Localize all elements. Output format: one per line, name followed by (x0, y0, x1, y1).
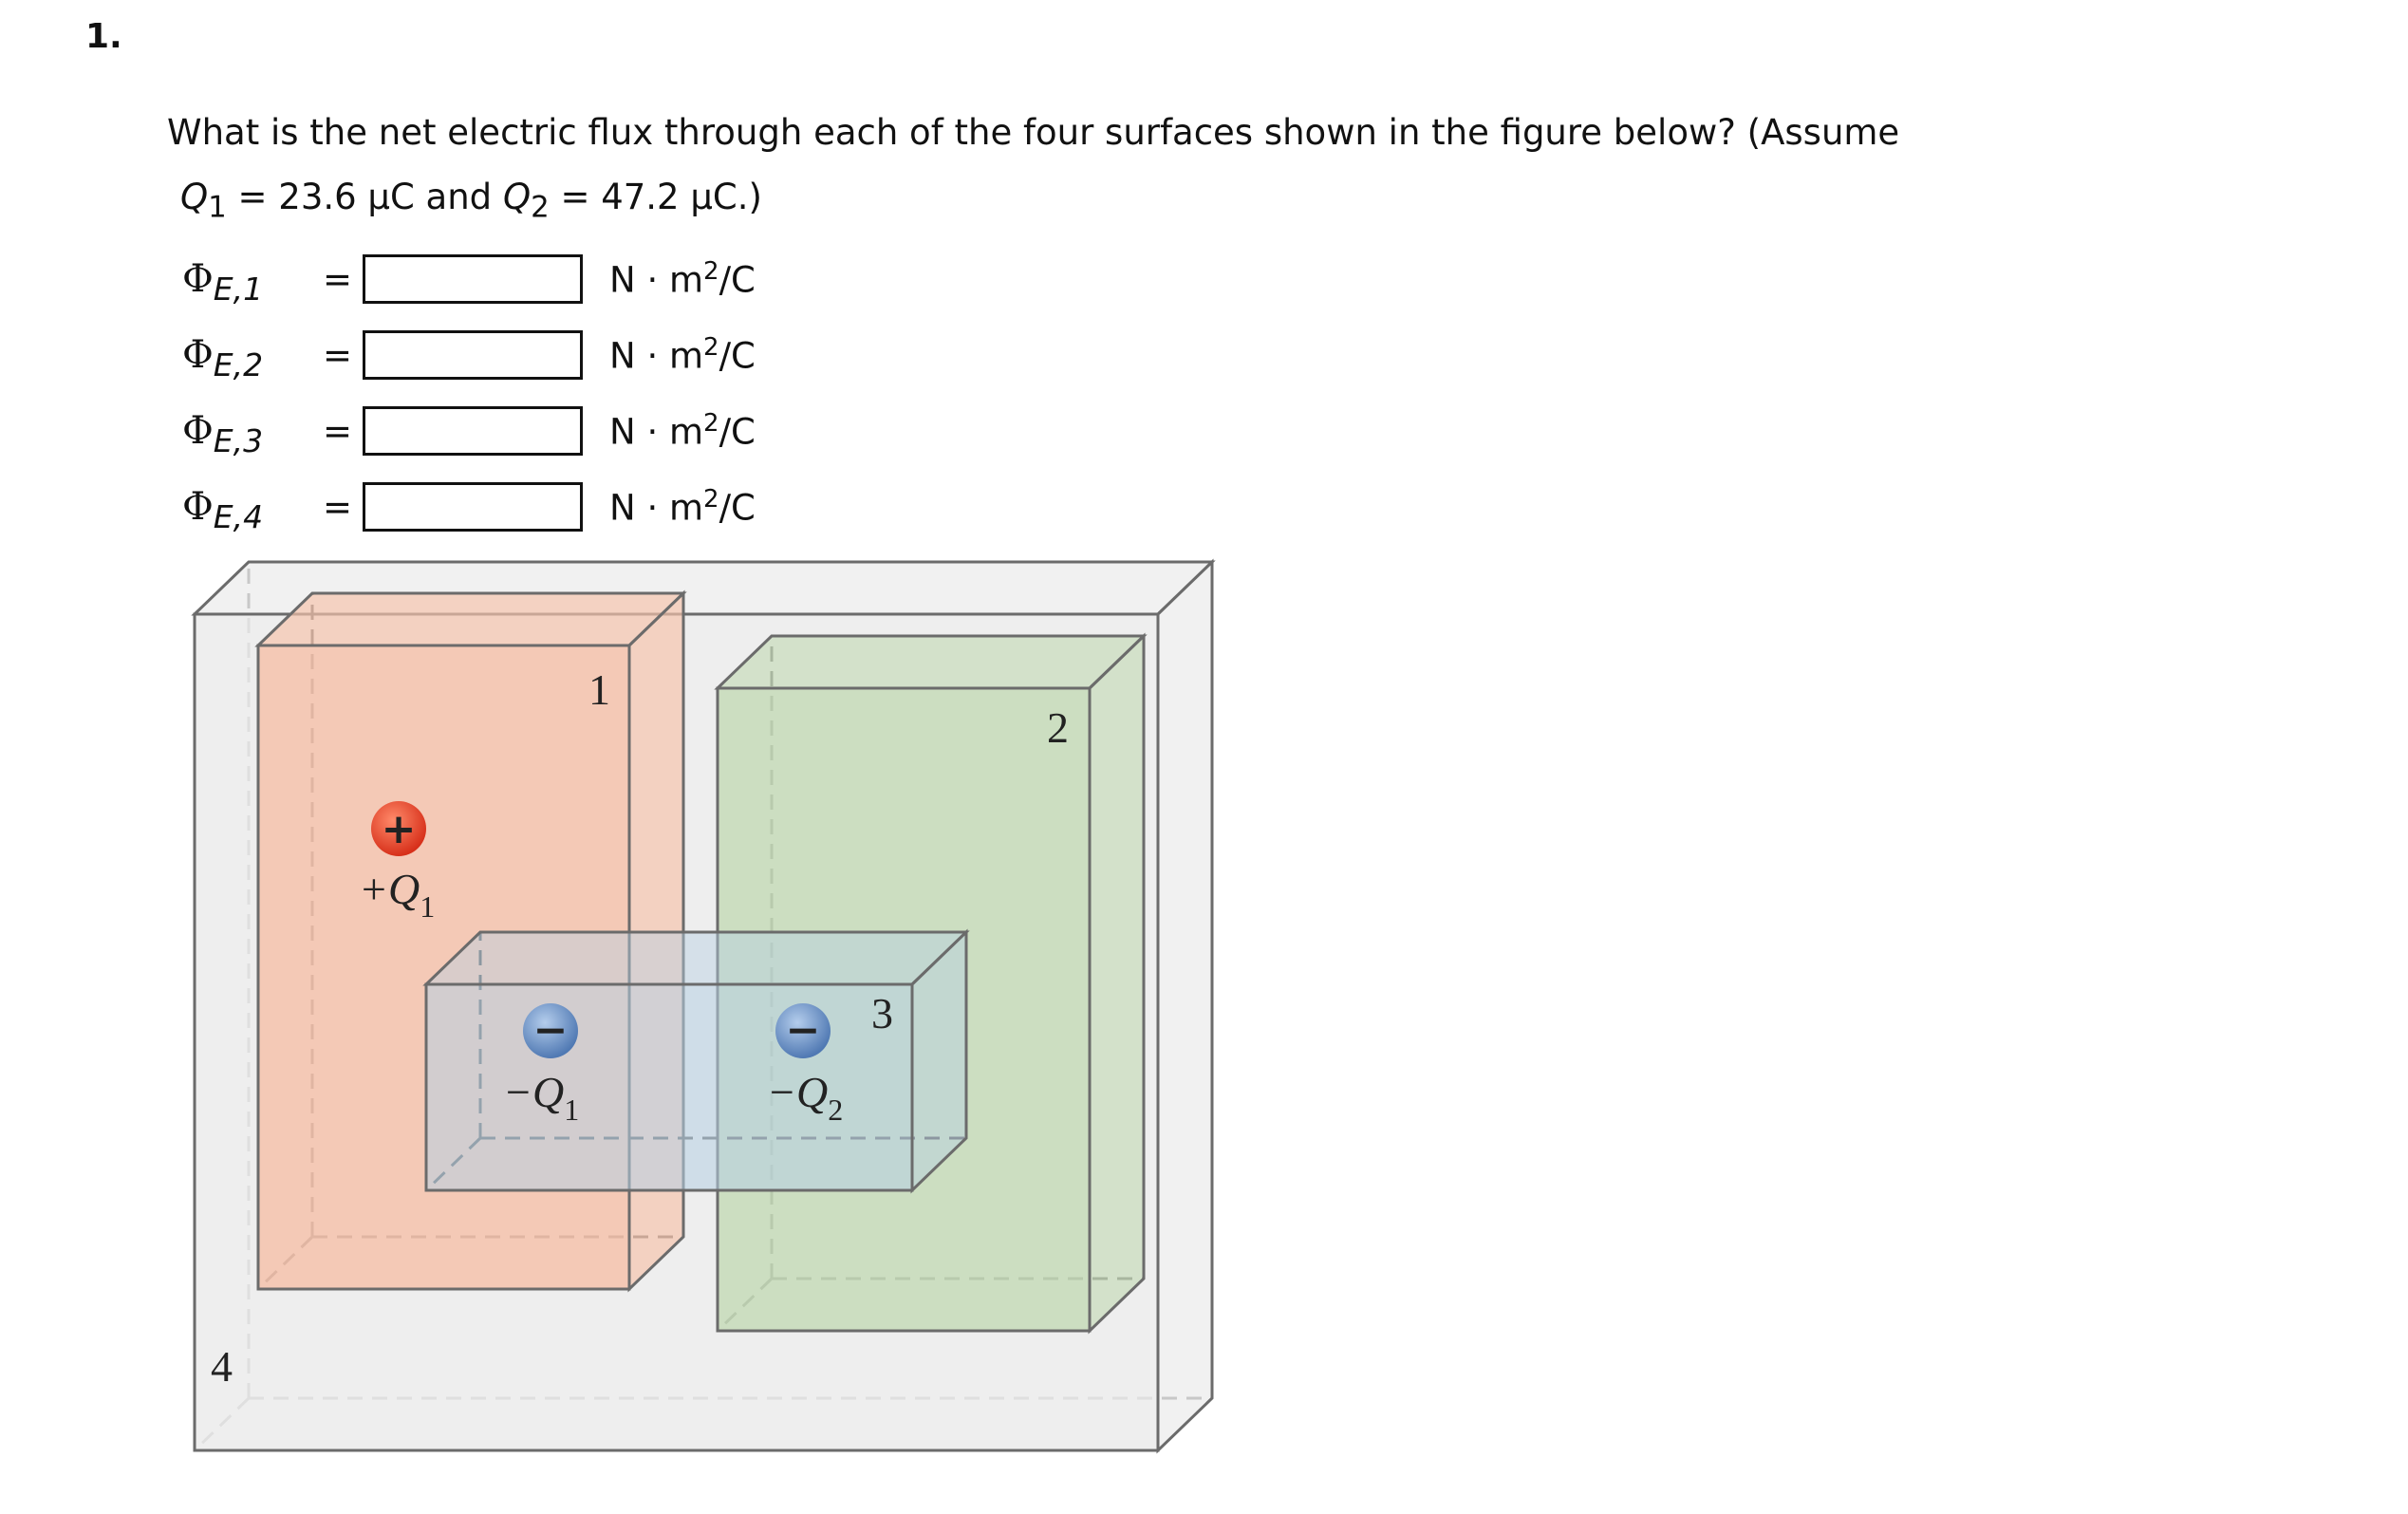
equals-sign: = (323, 410, 353, 452)
phi-symbol: Φ (182, 409, 214, 453)
svg-text:−Q2: −Q2 (767, 1068, 843, 1127)
flux-3-input[interactable] (363, 406, 583, 456)
charge-label: −Q (767, 1068, 828, 1116)
charge-sub: 1 (420, 889, 435, 924)
q2-symbol: Q (502, 177, 532, 217)
question-text: What is the net electric flux through ea… (167, 112, 1900, 153)
phi-symbol: Φ (182, 333, 214, 377)
q1-symbol: Q (180, 177, 209, 217)
negative-charge-q2: − −Q2 (767, 1003, 843, 1127)
q2-value: = 47.2 μC.) (549, 177, 762, 217)
charge-label: −Q (503, 1068, 564, 1116)
q1-value: = 23.6 μC and (226, 177, 503, 217)
charges: + +Q1 − −Q1 − −Q2 (359, 801, 843, 1127)
minus-icon: − (533, 1006, 569, 1055)
unit-label: N · m2/C (609, 333, 756, 377)
charge-label: +Q (359, 865, 420, 913)
problem-number: 1. (85, 17, 122, 56)
positive-charge-q1: + +Q1 (359, 801, 435, 924)
unit-label: N · m2/C (609, 257, 756, 301)
flux-2-input[interactable] (363, 330, 583, 380)
svg-text:+Q1: +Q1 (359, 865, 435, 924)
surface-label-1: 1 (588, 665, 610, 714)
charge-sub: 1 (564, 1093, 579, 1127)
surface-3-box (422, 928, 970, 1194)
q2-sub: 2 (531, 190, 550, 225)
unit-label: N · m2/C (609, 409, 756, 453)
flux-subscript: E,4 (213, 497, 264, 535)
given-values: Q1 = 23.6 μC and Q2 = 47.2 μC.) (180, 177, 762, 224)
unit-label: N · m2/C (609, 485, 756, 529)
flux-subscript: E,2 (213, 346, 264, 383)
surface-label-2: 2 (1047, 703, 1069, 752)
flux-subscript: E,1 (213, 270, 264, 308)
phi-symbol: Φ (182, 257, 214, 301)
charge-sub: 2 (828, 1093, 843, 1127)
equals-sign: = (323, 258, 353, 300)
minus-icon: − (786, 1006, 821, 1055)
q1-sub: 1 (208, 190, 227, 225)
flux-4-input[interactable] (363, 482, 583, 532)
surface-label-3: 3 (871, 989, 893, 1037)
equals-sign: = (323, 486, 353, 528)
surface-label-4: 4 (211, 1342, 233, 1391)
flux-1-input[interactable] (363, 254, 583, 304)
negative-charge-q1: − −Q1 (503, 1003, 579, 1127)
flux-subscript: E,3 (213, 421, 264, 459)
svg-text:−Q1: −Q1 (503, 1068, 579, 1127)
equals-sign: = (323, 334, 353, 376)
phi-symbol: Φ (182, 485, 214, 529)
plus-icon: + (382, 805, 417, 853)
